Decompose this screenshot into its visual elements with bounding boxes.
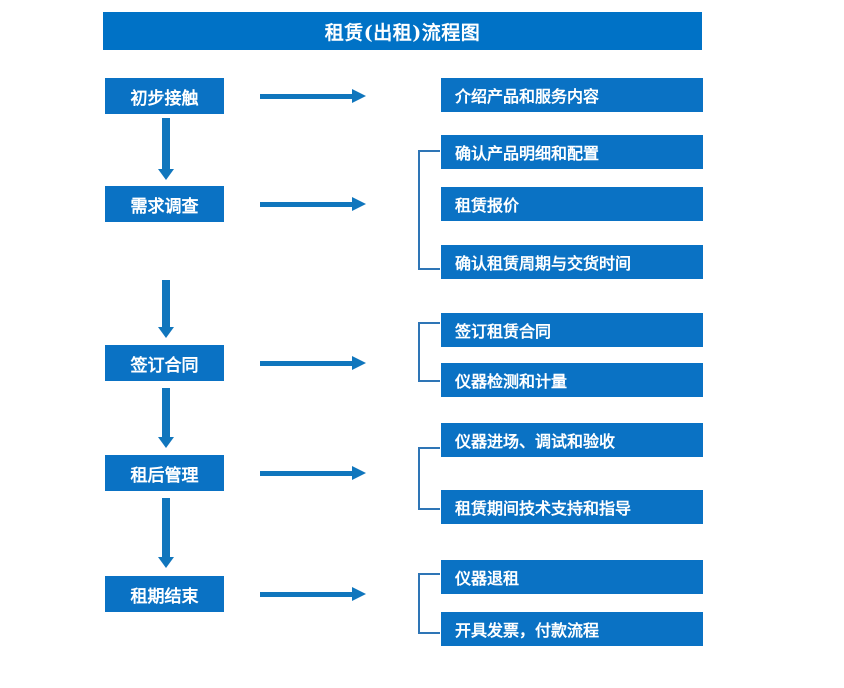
stage-box-post-rental-management[interactable]: 租后管理 — [105, 455, 224, 491]
arrow-head — [352, 197, 366, 211]
task-box[interactable]: 确认产品明细和配置 — [441, 135, 703, 169]
bracket-connector-lease-end — [418, 573, 440, 634]
task-box[interactable]: 开具发票，付款流程 — [441, 612, 703, 646]
arrow-right-icon-initial-contact — [260, 89, 368, 103]
task-box[interactable]: 介绍产品和服务内容 — [441, 78, 703, 112]
arrow-head — [158, 327, 174, 338]
stage-box-sign-contract[interactable]: 签订合同 — [105, 345, 224, 381]
arrow-shaft — [162, 388, 170, 437]
arrow-shaft — [260, 361, 353, 366]
arrow-head — [352, 89, 366, 103]
stage-box-initial-contact[interactable]: 初步接触 — [105, 78, 224, 114]
arrow-down-icon-post-to-end — [158, 498, 174, 568]
arrow-right-icon-lease-end — [260, 587, 368, 601]
arrow-right-icon-sign-contract — [260, 356, 368, 370]
stage-box-lease-end[interactable]: 租期结束 — [105, 576, 224, 612]
task-box[interactable]: 确认租赁周期与交货时间 — [441, 245, 703, 279]
flowchart-title-bar: 租赁(出租)流程图 — [103, 12, 702, 50]
task-label: 仪器进场、调试和验收 — [455, 432, 616, 451]
task-label: 签订租赁合同 — [455, 322, 552, 341]
task-box[interactable]: 签订租赁合同 — [441, 313, 703, 347]
arrow-shaft — [162, 498, 170, 557]
task-label: 开具发票，付款流程 — [455, 621, 600, 640]
task-label: 仪器检测和计量 — [455, 372, 568, 391]
stage-label: 租后管理 — [130, 465, 199, 486]
arrow-shaft — [162, 118, 170, 169]
arrow-down-icon-contract-to-post — [158, 388, 174, 448]
arrow-shaft — [260, 471, 353, 476]
bracket-connector-post-rental-management — [418, 447, 440, 510]
page-title: 租赁(出租)流程图 — [324, 21, 481, 44]
arrow-shaft — [162, 280, 170, 327]
arrow-right-icon-post-rental-management — [260, 466, 368, 480]
stage-label: 租期结束 — [130, 586, 199, 607]
arrow-down-icon-needs-to-contract — [158, 280, 174, 338]
stage-box-needs-survey[interactable]: 需求调查 — [105, 186, 224, 222]
arrow-down-icon-initial-to-needs — [158, 118, 174, 180]
task-label: 确认产品明细和配置 — [455, 144, 600, 163]
bracket-connector-needs-survey — [418, 150, 440, 270]
task-label: 租赁期间技术支持和指导 — [455, 499, 632, 518]
stage-label: 需求调查 — [130, 196, 199, 217]
arrow-head — [352, 466, 366, 480]
stage-label: 初步接触 — [130, 88, 199, 109]
arrow-head — [158, 557, 174, 568]
task-box[interactable]: 仪器检测和计量 — [441, 363, 703, 397]
arrow-head — [158, 437, 174, 448]
task-box[interactable]: 仪器进场、调试和验收 — [441, 423, 703, 457]
arrow-head — [158, 169, 174, 180]
arrow-head — [352, 356, 366, 370]
arrow-shaft — [260, 592, 353, 597]
stage-label: 签订合同 — [130, 355, 199, 376]
task-box[interactable]: 仪器退租 — [441, 560, 703, 594]
arrow-shaft — [260, 202, 353, 207]
bracket-connector-sign-contract — [418, 322, 440, 382]
task-box[interactable]: 租赁报价 — [441, 187, 703, 221]
arrow-head — [352, 587, 366, 601]
task-box[interactable]: 租赁期间技术支持和指导 — [441, 490, 703, 524]
task-label: 确认租赁周期与交货时间 — [455, 254, 632, 273]
task-label: 介绍产品和服务内容 — [455, 87, 600, 106]
task-label: 租赁报价 — [455, 196, 520, 215]
arrow-right-icon-needs-survey — [260, 197, 368, 211]
task-label: 仪器退租 — [455, 569, 520, 588]
arrow-shaft — [260, 94, 353, 99]
